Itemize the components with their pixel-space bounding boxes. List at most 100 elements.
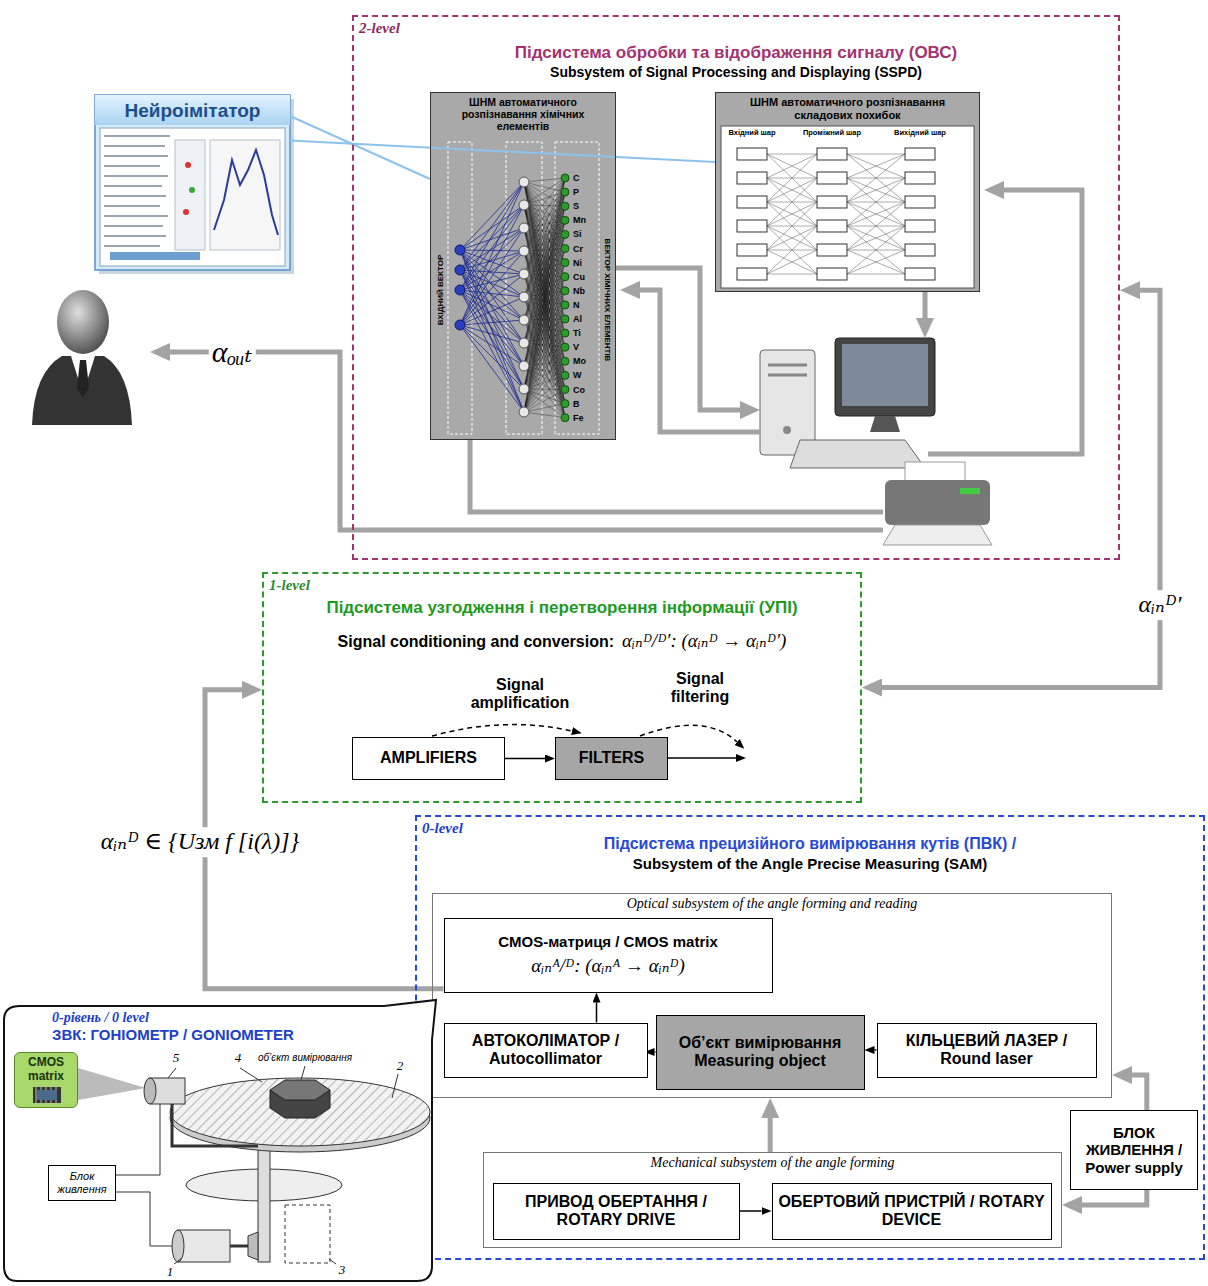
neural-network-drawing: [561, 202, 569, 210]
text-label: Al: [573, 314, 582, 324]
network-schematic: [767, 178, 817, 202]
printer-icon: [883, 525, 992, 545]
network-schematic: [847, 154, 905, 155]
network-schematic: [847, 250, 905, 274]
neural-network-drawing: [460, 228, 524, 270]
text-group: Блок живлення: [51, 1170, 113, 1195]
neural-network-drawing: [524, 263, 565, 389]
user-icon: [32, 290, 132, 425]
neural-network-drawing: [524, 206, 565, 389]
neural-network-drawing: [524, 206, 565, 274]
neural-network-drawing: [460, 290, 524, 297]
neural-network-drawing: [524, 220, 565, 389]
neuro-screenshot: [104, 225, 163, 227]
neural-network-drawing: [561, 343, 569, 351]
signal-arrow: [640, 290, 760, 432]
neural-network-drawing: [561, 315, 569, 323]
level-tag: 2-level: [359, 20, 400, 37]
text-label: ВЕКТОР ХІМІЧНИХ ЕЛЕМЕНТІВ: [602, 239, 611, 362]
network-schematic: [817, 196, 847, 208]
computer-icon: [768, 364, 807, 367]
neural-network-drawing: [524, 182, 565, 418]
neural-network-drawing: [448, 142, 599, 434]
neural-network-drawing: [460, 325, 524, 389]
neural-network-drawing: [524, 412, 565, 418]
neural-network-drawing: [524, 263, 565, 366]
neural-network-drawing: [524, 192, 565, 389]
neural-network-drawing: [524, 347, 565, 412]
text-label: S: [573, 201, 579, 211]
box-label: AMPLIFIERS: [357, 749, 500, 767]
callout-bubble-drawing: [329, 1259, 336, 1264]
network-schematic: [767, 154, 817, 202]
callout-bubble-drawing: [4, 1000, 436, 1281]
signal-arrow: [470, 440, 883, 512]
network-schematic: [767, 202, 817, 250]
cmos-callout-drawing: [36, 1085, 37, 1105]
network-schematic: [767, 202, 817, 226]
network-schematic: [847, 250, 905, 274]
neural-network-drawing: [524, 361, 565, 412]
box-label: Optical subsystem of the angle forming a…: [437, 896, 1107, 912]
neural-network-drawing: [561, 371, 569, 379]
neural-network-drawing: [524, 178, 565, 389]
neural-network-drawing: [519, 246, 529, 256]
user-icon: [57, 290, 109, 354]
neural-network-drawing: [524, 234, 565, 366]
text-label: об’єкт вимірювання: [258, 1052, 352, 1064]
computer-icon: [760, 338, 935, 468]
text-label: Co: [573, 384, 585, 394]
neural-network-drawing: [561, 386, 569, 394]
callout-bubble-drawing: [4, 1000, 436, 1281]
neural-network-drawing: [460, 320, 524, 325]
level-panel: 2-levelПідсистема обробки та відображенн…: [352, 15, 1120, 560]
callout-bubble-drawing: [230, 1245, 248, 1248]
process-box: AMPLIFIERS: [352, 737, 505, 780]
neural-network-drawing: [460, 325, 524, 343]
neural-network-drawing: [524, 249, 565, 413]
network-schematic: [767, 154, 817, 178]
box-label: ПРИВОД ОБЕРТАННЯ / ROTARY DRIVE: [498, 1193, 735, 1230]
network-schematic: [847, 226, 905, 274]
network-schematic: [817, 268, 847, 280]
network-schematic: [767, 202, 817, 250]
nn-panel-ground: [430, 92, 616, 440]
neural-network-drawing: [519, 315, 529, 325]
nn-panel-ground: [715, 92, 980, 292]
network-schematic: [767, 226, 817, 250]
callout-bubble-drawing: [116, 1104, 160, 1175]
process-box: АВТОКОЛІМАТОР / Autocollimator: [444, 1023, 648, 1078]
neuro-screenshot: [214, 150, 278, 235]
neural-network-drawing: [460, 182, 524, 290]
network-schematic: [817, 244, 847, 256]
text-label: P: [573, 187, 579, 197]
neural-network-drawing: [561, 329, 569, 337]
signal-flow-arrow: [668, 757, 736, 759]
neural-network-drawing: [460, 182, 524, 250]
neural-network-drawing: [524, 206, 565, 366]
box-label: Signal conditioning and conversion:: [338, 633, 614, 651]
callout-bubble-drawing: [178, 1230, 230, 1262]
text-label: B: [573, 398, 580, 408]
network-schematic: [905, 220, 935, 232]
neuro-screenshot: [104, 235, 166, 237]
user-icon: [77, 360, 89, 397]
neural-network-drawing: [524, 178, 565, 182]
neural-network-drawing: [561, 273, 569, 281]
callout-number: 2: [397, 1059, 404, 1074]
neuro-screenshot: [104, 135, 170, 137]
level-tag: 0-level: [422, 820, 463, 837]
neural-network-drawing: [524, 205, 565, 418]
callout-bubble-drawing: [240, 1068, 262, 1082]
neural-network-drawing: [519, 177, 529, 187]
callout-bubble-drawing: [172, 1104, 258, 1146]
neural-network-drawing: [524, 390, 565, 413]
computer-icon: [760, 350, 815, 455]
neural-network-drawing: [460, 290, 524, 389]
text-label: Cu: [573, 272, 585, 282]
network-schematic: [847, 178, 905, 202]
callout-bubble-drawing: [170, 1078, 430, 1146]
network-schematic: [847, 178, 905, 226]
signal-arrow: [596, 1003, 598, 1023]
signal-arrow: [170, 352, 883, 530]
